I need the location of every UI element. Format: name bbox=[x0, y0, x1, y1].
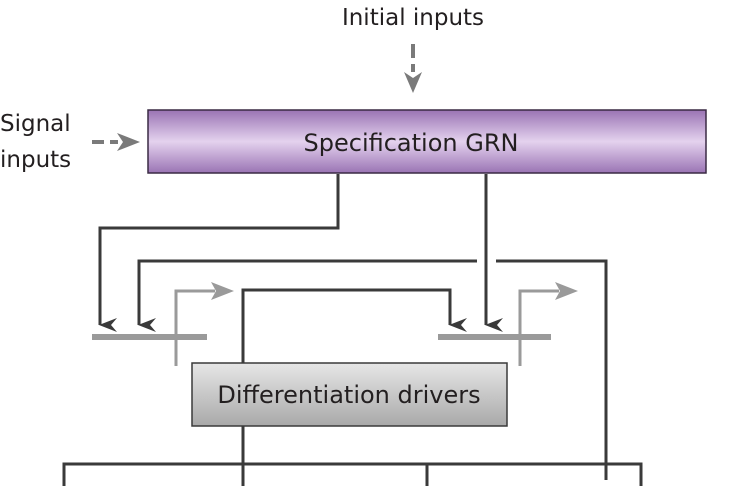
signal-inputs-label-line2: inputs bbox=[0, 147, 71, 173]
left-promoter-bent-arrow-icon bbox=[211, 282, 234, 300]
left-gene-icon bbox=[92, 282, 234, 366]
diff-to-right-gene-wire bbox=[241, 288, 467, 363]
specification-grn-box bbox=[147, 109, 707, 174]
differentiation-drivers-box bbox=[191, 362, 508, 427]
specification-grn-label: Specification GRN bbox=[304, 129, 519, 157]
signal-inputs-dashed-arrow-icon bbox=[92, 133, 140, 151]
spec-to-left-gene-wire bbox=[98, 174, 340, 332]
right-gene-icon bbox=[438, 282, 578, 366]
feedback-wire-right bbox=[496, 259, 608, 480]
initial-inputs-dashed-arrow-icon bbox=[404, 44, 422, 93]
right-promoter-bent-arrow-icon bbox=[555, 282, 578, 300]
feedback-wire-to-left-gene bbox=[137, 259, 477, 332]
differentiation-drivers-label: Differentiation drivers bbox=[217, 381, 480, 409]
signal-inputs-label-line1: Signal bbox=[0, 111, 71, 137]
downstream-distribution-bus bbox=[62, 462, 643, 486]
initial-inputs-label: Initial inputs bbox=[342, 5, 484, 31]
